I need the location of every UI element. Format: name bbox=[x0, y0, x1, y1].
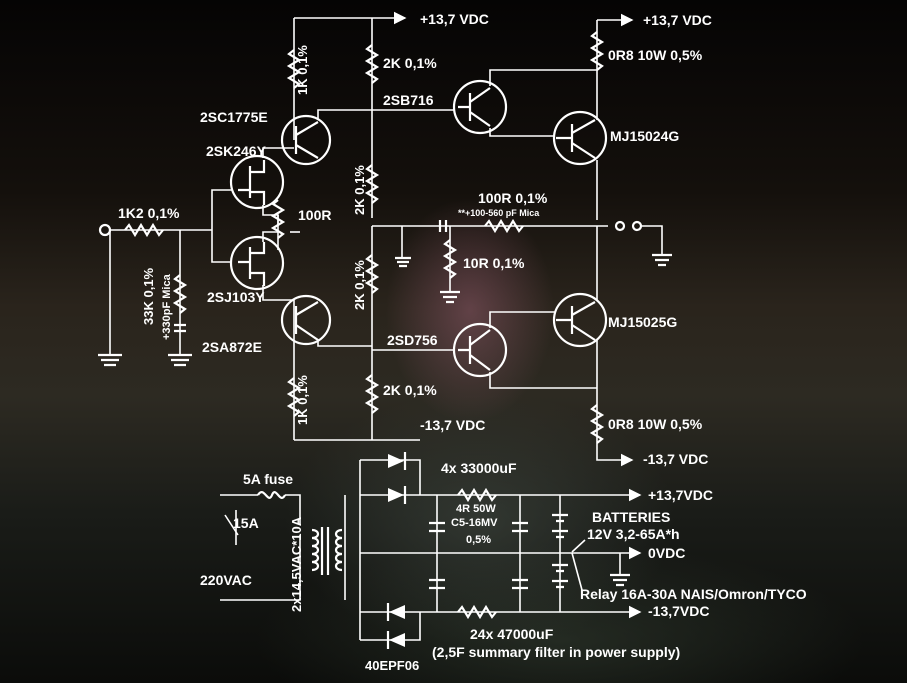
label-c-mica-fb: **+100-560 pF Mica bbox=[458, 208, 540, 218]
label-batteries: BATTERIES bbox=[592, 509, 670, 525]
resistor-10r bbox=[442, 239, 458, 279]
label-q-2sd756: 2SD756 bbox=[387, 332, 438, 348]
terminals bbox=[98, 220, 672, 649]
label-r-0r8-bottom: 0R8 10W 0,5% bbox=[608, 416, 703, 432]
label-q-2sa872e: 2SA872E bbox=[202, 339, 262, 355]
labels: +13,7 VDC +13,7 VDC 1K 0,1% 2K 0,1% 0R8 … bbox=[118, 11, 807, 673]
transistor-mj15025g bbox=[552, 292, 608, 348]
label-vminus-mid: -13,7 VDC bbox=[420, 417, 485, 433]
label-r-2k-mid-top: 2K 0,1% bbox=[352, 165, 367, 215]
fuse-icon bbox=[257, 491, 286, 499]
label-r-1k-top: 1K 0,1% bbox=[295, 45, 310, 95]
resistor-1k2 bbox=[124, 222, 164, 238]
relay-switch bbox=[571, 539, 586, 591]
label-r-100r-pot: 100R bbox=[298, 207, 331, 223]
ground-33k bbox=[168, 353, 192, 367]
resistor-1k-bottom bbox=[286, 377, 302, 417]
ground-input bbox=[98, 353, 122, 367]
label-vplus-top-right: +13,7 VDC bbox=[643, 12, 712, 28]
label-q-2sj103y: 2SJ103Y bbox=[207, 289, 265, 305]
cap-47000-a bbox=[429, 578, 445, 590]
resistor-2k-bottom bbox=[364, 374, 380, 414]
label-q-mj15025g: MJ15025G bbox=[608, 314, 677, 330]
label-r-10r: 10R 0,1% bbox=[463, 255, 525, 271]
resistor-4r-bottom bbox=[457, 604, 497, 620]
label-r-1k2: 1K2 0,1% bbox=[118, 205, 180, 221]
label-transformer: 2x14,5VAC*10A bbox=[289, 516, 304, 612]
transistor-2sd756 bbox=[452, 322, 508, 378]
label-filter-note: (2,5F summary filter in power supply) bbox=[432, 644, 680, 660]
transistor-2sc1775e bbox=[280, 114, 332, 166]
label-r-33k: 33K 0,1% bbox=[141, 267, 156, 325]
transformer bbox=[311, 527, 343, 575]
resistor-1k-top bbox=[286, 49, 302, 89]
label-tol: 0,5% bbox=[466, 534, 491, 546]
resistor-100r-fb bbox=[484, 218, 524, 234]
label-relay: Relay 16A-30A NAIS/Omron/TYCO bbox=[580, 586, 807, 602]
label-fuse: 5A fuse bbox=[243, 471, 293, 487]
transistor-2sa872e bbox=[280, 294, 332, 346]
input-terminal bbox=[98, 223, 112, 237]
ground-pot bbox=[395, 256, 411, 268]
resistors bbox=[124, 31, 605, 620]
diode-bridge bbox=[386, 452, 407, 649]
resistor-2k-mid-bottom bbox=[364, 254, 380, 294]
label-caps-bottom: 24x 47000uF bbox=[470, 626, 554, 642]
cap-33000-b bbox=[512, 521, 528, 533]
wires bbox=[109, 11, 663, 641]
potentiometer-100r bbox=[270, 199, 286, 239]
label-ps-vplus: +13,7VDC bbox=[648, 487, 713, 503]
cap-33000-a bbox=[429, 521, 445, 533]
label-ps-zero: 0VDC bbox=[648, 545, 685, 561]
label-q-mj15024g: MJ15024G bbox=[610, 128, 679, 144]
ground-ps bbox=[610, 573, 630, 587]
label-mains: 220VAC bbox=[200, 572, 252, 588]
resistor-2k-top bbox=[364, 44, 380, 84]
resistor-33k bbox=[172, 274, 188, 314]
output-terminal-b bbox=[631, 220, 643, 232]
label-q-2sb716: 2SB716 bbox=[383, 92, 434, 108]
cap-mica-fb bbox=[438, 220, 448, 232]
jfet-2sk246y bbox=[229, 154, 285, 210]
label-r-2k-top: 2K 0,1% bbox=[383, 55, 437, 71]
cap-47000-b bbox=[512, 578, 528, 590]
resistor-4r-50w bbox=[457, 487, 497, 503]
label-c-330pf: +330pF Mica bbox=[161, 273, 173, 340]
transistor-mj15024g bbox=[552, 110, 608, 166]
label-batteries-spec: 12V 3,2-65A*h bbox=[587, 526, 680, 542]
label-caps-top: 4x 33000uF bbox=[441, 460, 517, 476]
label-r-0r8-top: 0R8 10W 0,5% bbox=[608, 47, 703, 63]
battery-stack bbox=[552, 513, 568, 589]
label-diodes: 40EPF06 bbox=[365, 658, 419, 673]
transistor-2sb716 bbox=[452, 79, 508, 135]
label-r-2k-bottom: 2K 0,1% bbox=[383, 382, 437, 398]
label-q-2sc1775e: 2SC1775E bbox=[200, 109, 268, 125]
resistor-0r8-top bbox=[589, 31, 605, 71]
label-varistor: C5-16MV bbox=[451, 517, 498, 529]
jfet-2sj103y bbox=[229, 235, 285, 291]
cap-330pf bbox=[174, 323, 186, 333]
ground-10r bbox=[440, 290, 460, 304]
resistor-2k-mid-top bbox=[364, 164, 380, 204]
label-r-4r: 4R 50W bbox=[456, 503, 496, 515]
capacitors bbox=[174, 220, 586, 591]
resistor-0r8-bottom bbox=[589, 404, 605, 444]
label-vminus-right: -13,7 VDC bbox=[643, 451, 708, 467]
label-r-2k-mid-bottom: 2K 0,1% bbox=[352, 260, 367, 310]
label-ps-vminus: -13,7VDC bbox=[648, 603, 709, 619]
label-vplus-top-left: +13,7 VDC bbox=[420, 11, 489, 27]
ground-output bbox=[652, 253, 672, 267]
transistors bbox=[229, 79, 608, 378]
label-r-1k-bottom: 1K 0,1% bbox=[295, 375, 310, 425]
output-terminal-a bbox=[614, 220, 626, 232]
label-switch: 15A bbox=[233, 515, 259, 531]
label-q-2sk246y: 2SK246Y bbox=[206, 143, 267, 159]
label-r-100r-fb: 100R 0,1% bbox=[478, 190, 548, 206]
